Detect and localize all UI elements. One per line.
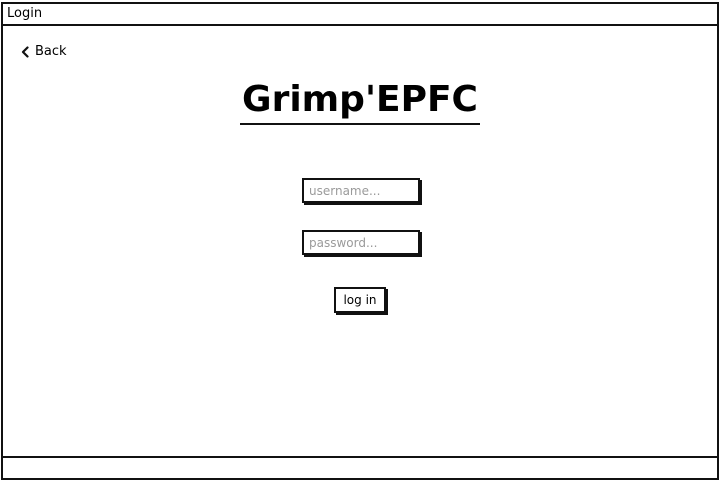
back-button[interactable]: Back <box>21 42 67 62</box>
window-titlebar: Login <box>3 4 717 26</box>
chevron-left-icon <box>21 46 29 58</box>
password-field[interactable] <box>302 230 420 255</box>
app-title: Grimp'EPFC <box>240 78 480 125</box>
username-input[interactable] <box>304 180 418 202</box>
status-bar <box>3 456 717 478</box>
username-field[interactable] <box>302 178 420 203</box>
app-title-container: Grimp'EPFC <box>3 78 717 125</box>
password-input[interactable] <box>304 232 418 254</box>
back-label: Back <box>35 44 67 59</box>
window-title: Login <box>7 6 43 21</box>
login-button[interactable]: log in <box>334 287 386 313</box>
